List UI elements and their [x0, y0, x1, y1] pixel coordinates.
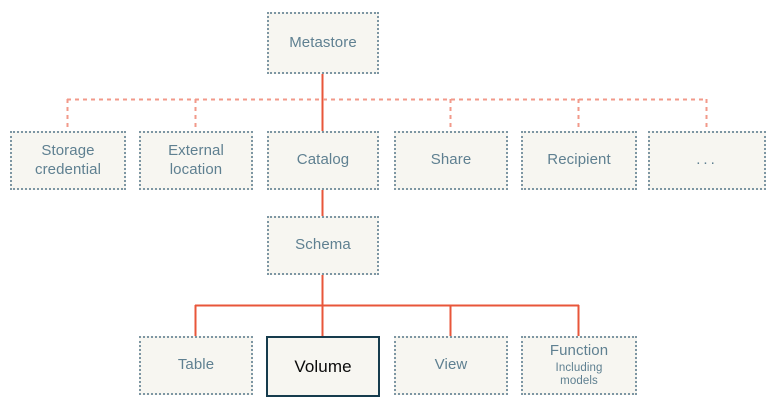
node-view[interactable]: View: [394, 336, 508, 395]
node-function[interactable]: Function Including models: [521, 336, 637, 395]
node-share-label: Share: [430, 151, 472, 169]
node-recipient-label: Recipient: [547, 151, 611, 169]
node-view-label: View: [434, 356, 468, 374]
node-catalog[interactable]: Catalog: [267, 131, 379, 190]
node-more[interactable]: ...: [648, 131, 766, 190]
node-storage-credential[interactable]: Storage credential: [10, 131, 126, 190]
node-storage-credential-label: Storage credential: [34, 141, 102, 178]
node-recipient[interactable]: Recipient: [521, 131, 637, 190]
node-external-location-label: External location: [168, 141, 224, 178]
node-schema[interactable]: Schema: [267, 216, 379, 275]
node-table[interactable]: Table: [139, 336, 253, 395]
node-function-sublabel: Including models: [555, 361, 603, 388]
node-catalog-label: Catalog: [296, 151, 350, 169]
node-function-label: Function: [549, 341, 609, 359]
node-share[interactable]: Share: [394, 131, 508, 190]
node-metastore[interactable]: Metastore: [267, 12, 379, 74]
node-external-location[interactable]: External location: [139, 131, 253, 190]
node-metastore-label: Metastore: [289, 33, 357, 51]
node-volume-label: Volume: [294, 356, 352, 376]
node-volume[interactable]: Volume: [266, 336, 380, 397]
node-table-label: Table: [177, 356, 215, 374]
node-schema-label: Schema: [295, 236, 351, 254]
node-more-label: ...: [696, 151, 718, 169]
